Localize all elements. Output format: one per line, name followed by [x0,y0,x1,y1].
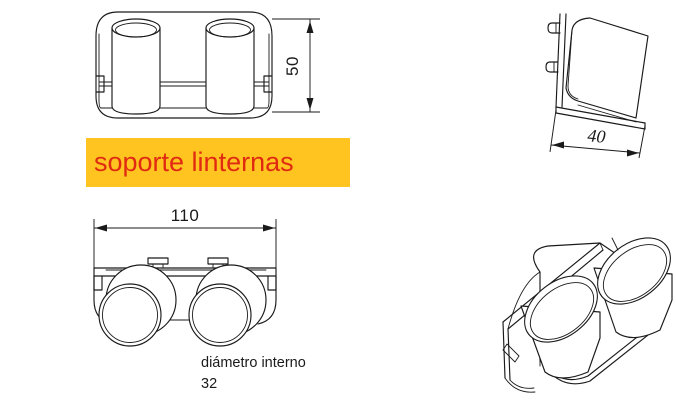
plate-tab-right [207,257,229,265]
mounting-tab-upper [547,22,561,34]
dim40-arrow-left [552,141,564,149]
dim110-arrow-left [95,224,107,232]
iso-mount-tab [502,343,520,363]
dimension-40: 40 [549,109,646,159]
dim40-line [550,144,641,154]
plate-tab-left [147,257,169,265]
back-plate-inner [561,13,567,108]
iso-cylinder-right-bore [602,244,668,302]
plan-body-right-edge [257,275,277,325]
cradle-body [565,17,649,119]
dimension-110: 110 [93,206,277,268]
isometric-3d-view [502,237,673,393]
plan-bore-left-near-outer [98,283,162,347]
mounting-tab-lower [545,61,559,73]
plan-flange-right [267,275,277,291]
top-plan-view: 110 [93,206,306,392]
dim50-arrow-top [306,21,314,33]
note-internal-diameter: diámetro interno 32 [201,355,306,392]
cradle-bottom-lip [577,104,637,123]
plan-bore-right [188,264,267,347]
dim50-label: 50 [283,56,302,76]
cradle-inner-fillet [567,29,579,100]
iso-left-wall-outer [502,321,506,379]
plan-flange-left [93,275,103,291]
note-line-2: 32 [201,376,217,392]
tube-left-bore [115,22,157,38]
iso-cylinder-left [520,275,601,379]
iso-curve-transition [507,271,541,330]
iso-left-wall-base-inner [509,379,535,389]
iso-cylinder-right [593,237,673,339]
dim50-arrow-bottom [306,98,314,110]
dim40-label: 40 [587,125,607,146]
drawing-title: soporte linternas [94,147,294,177]
mounting-notch-right [263,75,273,93]
dim110-arrow-right [263,224,275,232]
tube-left-body [111,27,161,115]
iso-left-wall-base [504,377,536,393]
side-elevation-view: 40 [545,13,649,159]
tube-right-body [205,27,255,115]
dimension-50: 50 [272,18,320,113]
iso-back-rail-cap [599,242,604,251]
tube-left [111,18,161,115]
dim40-arrow-right [627,149,639,157]
plan-bore-right-near-outer [188,283,252,347]
plan-bore-right-near-inner [192,287,248,343]
iso-rail-tick [611,237,619,251]
front-elevation-view: 50 [95,11,320,119]
dim110-label: 110 [171,206,200,225]
bracket-foot-bottom [555,112,646,130]
tube-right [205,18,255,115]
plan-bore-left [98,264,177,347]
housing-shelf-left-curve [98,33,102,109]
tube-right-bore [209,22,251,38]
plan-bore-left-near-inner [102,287,158,343]
mounting-notch-left [95,75,105,93]
housing-shelf-right-curve [266,33,270,109]
iso-left-wall-inner [507,328,511,381]
back-plate-outer [555,13,561,108]
iso-cylinder-left-bore [529,282,595,340]
title-highlight-band: soporte linternas [86,138,350,187]
note-line-1: diámetro interno [201,355,306,371]
